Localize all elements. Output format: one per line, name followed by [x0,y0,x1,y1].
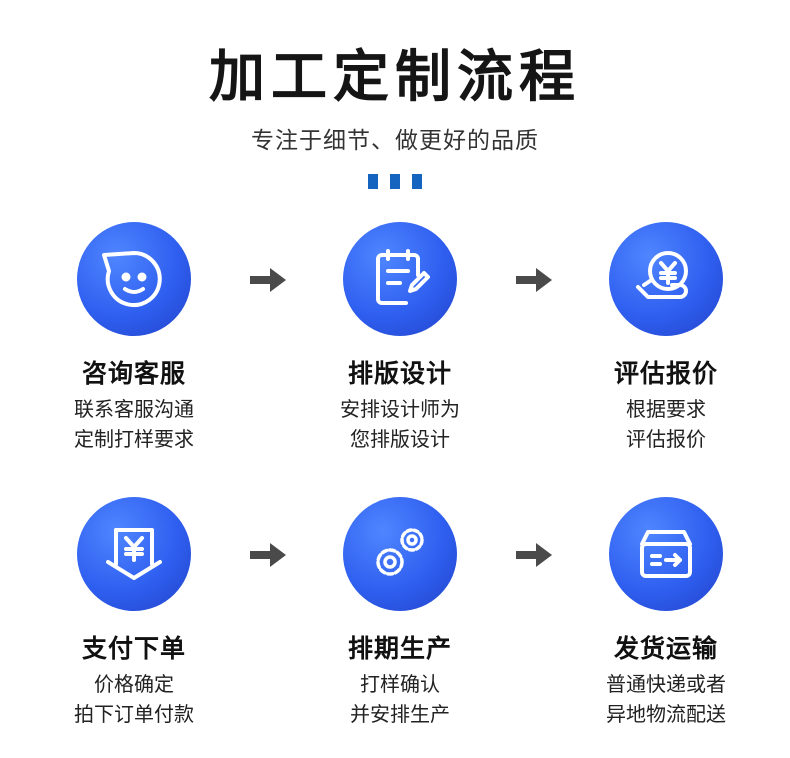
arrow-right-icon [250,543,286,567]
step-title: 评估报价 [613,359,718,388]
arrow-right-icon [250,268,286,292]
step-title: 排版设计 [347,359,452,388]
step-production: 排期生产 打样确认 并安排生产 [290,497,510,729]
clipboard-pen-icon [343,222,457,336]
step-design: 排版设计 安排设计师为 您排版设计 [290,222,510,454]
arrow-right-icon [516,543,552,567]
step-desc-line1: 联系客服沟通 [74,397,194,421]
step-desc-line2: 并安排生产 [350,702,450,726]
step-desc-line1: 安排设计师为 [340,397,460,421]
step-quote: 评估报价 根据要求 评估报价 [556,222,776,454]
step-desc-line1: 根据要求 [626,397,706,421]
step-desc-line2: 拍下订单付款 [74,702,194,726]
arrow-right-icon [516,268,552,292]
gears-icon [343,497,457,611]
step-desc-line1: 普通快递或者 [606,672,726,696]
yen-hand-icon [609,222,723,336]
step-title: 发货运输 [613,634,718,663]
step-desc-line1: 价格确定 [94,672,174,696]
step-shipping: 发货运输 普通快递或者 异地物流配送 [556,497,776,729]
step-title: 咨询客服 [81,359,186,388]
yen-payment-icon [77,497,191,611]
step-title: 排期生产 [347,634,452,663]
page-title: 加工定制流程 [209,45,581,110]
page-subtitle: 专注于细节、做更好的品质 [251,128,539,154]
step-pay: 支付下单 价格确定 拍下订单付款 [24,497,244,729]
step-consult: 咨询客服 联系客服沟通 定制打样要求 [24,222,244,454]
step-desc-line1: 打样确认 [360,672,440,696]
chat-face-icon [77,222,191,336]
step-desc-line2: 评估报价 [626,427,706,451]
step-desc-line2: 定制打样要求 [74,427,194,451]
decorative-dots [368,174,422,189]
step-desc-line2: 异地物流配送 [606,702,726,726]
step-title: 支付下单 [81,634,186,663]
step-desc-line2: 您排版设计 [350,427,450,451]
shipping-box-icon [609,497,723,611]
